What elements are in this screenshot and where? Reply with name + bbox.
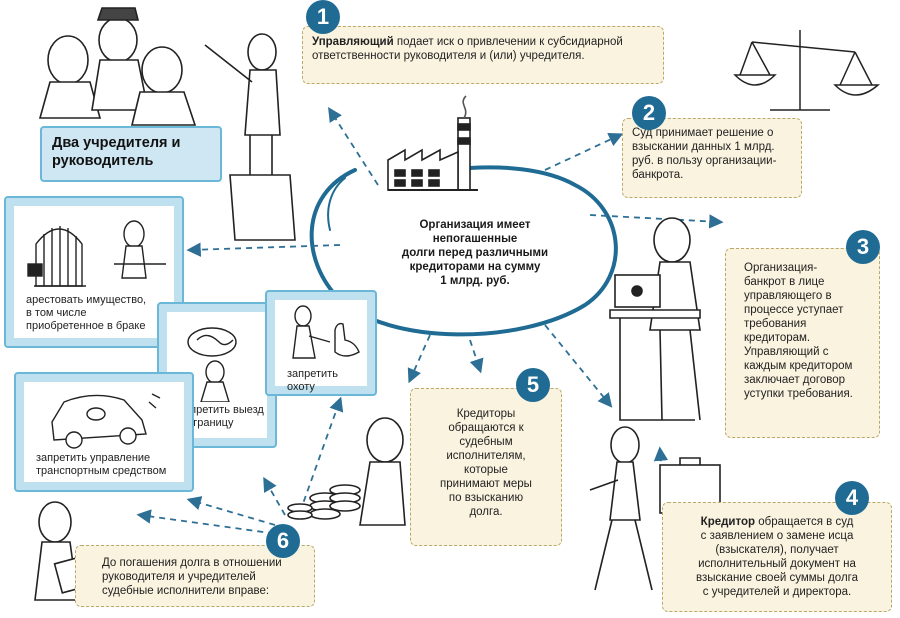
founders-figures: [38, 7, 197, 126]
arrow-to-step-2: [544, 133, 624, 171]
step-2-box: Суд принимает решение о взыскании данных…: [622, 118, 802, 198]
founders-label-line-1: Два учредителя и: [52, 135, 181, 151]
step-1-lead: Управляющий: [312, 36, 394, 48]
panel-arrest: арестовать имущество, в том числе приобр…: [4, 196, 184, 348]
center-line-5: 1 млрд. руб.: [440, 275, 510, 287]
factory-icon: [387, 95, 478, 191]
step-5-line-5: которые: [464, 464, 508, 476]
step-5-line-8: долга.: [469, 506, 503, 518]
step-4-line-2: с заявлением о замене исца: [700, 530, 854, 542]
step-2-line-4: банкрота.: [632, 169, 684, 181]
arrow-to-step-1: [328, 106, 379, 186]
step-3-line-7: Управляющий с: [744, 346, 829, 358]
step-4-line-6: с учредителей и директора.: [702, 586, 852, 598]
arrow-to-founders: [186, 242, 341, 257]
central-swirl: [309, 165, 618, 337]
broken-car-icon: [51, 393, 161, 449]
step-1-box: Управляющий подает иск о привлечении к с…: [302, 26, 664, 84]
step-4-line-1: обращается в суд: [755, 516, 854, 528]
step-5-line-1: Кредиторы: [456, 408, 516, 420]
arrow-to-step-5: [469, 339, 484, 374]
step-5-box: Кредиторы обращаются к судебным исполнит…: [410, 388, 562, 546]
step-2-line-2: взыскании данных 1 млрд.: [632, 141, 775, 153]
step-3-box: Организация- банкрот в лице управляющего…: [725, 248, 880, 438]
arrest-line-3: приобретенное в браке: [26, 320, 146, 332]
step-5-line-6: принимают меры: [440, 478, 532, 490]
step-5-line-3: судебным: [459, 436, 513, 448]
panel-drive: запретить управление транспортным средст…: [14, 372, 194, 492]
step-6-number: 6: [266, 524, 300, 558]
step-4-line-4: исполнительный документ на: [698, 558, 856, 570]
hunter-goose-icon: [292, 305, 360, 359]
step-1-text: подает иск о привлечении к субсидиарной …: [312, 36, 623, 62]
hunt-line-1: запретить охоту: [287, 368, 338, 393]
center-line-1: Организация имеет: [419, 219, 531, 231]
step-3-line-5: требования: [744, 318, 807, 330]
step-6-line-1: До погашения долга в отношении: [102, 557, 282, 569]
arrow-to-debtor: [136, 509, 286, 536]
step-3-line-10: уступки требования.: [744, 388, 853, 400]
panel-drive-text: запретить управление транспортным средст…: [36, 452, 166, 478]
laptop-figure: [609, 217, 701, 421]
step-6-line-2: руководителя и учредителей: [102, 571, 256, 583]
step-3-line-9: заключает договор: [744, 374, 845, 386]
step-1-number: 1: [306, 0, 340, 34]
step-5-line-2: обращаются к: [448, 422, 524, 434]
step-3-line-2: банкрот в лице: [744, 276, 825, 288]
panel-hunt-inner: запретить охоту: [275, 300, 367, 393]
panel-arrest-inner: арестовать имущество, в том числе приобр…: [14, 206, 174, 338]
arrow-to-drive: [186, 496, 276, 526]
center-statement: Организация имеет непогашенные долги пер…: [370, 218, 580, 288]
drive-line-1: запретить управление: [36, 452, 151, 464]
step-5-line-4: исполнителям,: [446, 450, 526, 462]
step-3-line-4: процессе уступает: [744, 304, 844, 316]
drive-line-2: транспортным средством: [36, 465, 167, 477]
step-2-line-3: руб. в пользу организации-: [632, 155, 777, 167]
founders-label-line-2: руководитель: [52, 153, 154, 169]
step-4-lead: Кредитор: [700, 516, 756, 528]
worried-person-icon: [187, 327, 237, 402]
founders-label: Два учредителя и руководитель: [40, 126, 222, 182]
manager-figure: [204, 33, 296, 241]
coins-figure: [287, 417, 406, 526]
step-3-line-3: управляющего в: [744, 290, 832, 302]
step-4-line-5: взыскание своей суммы долга: [696, 572, 858, 584]
center-line-4: кредиторами на сумму: [409, 261, 541, 273]
cage-icon: [27, 220, 166, 287]
panel-arrest-text: арестовать имущество, в том числе приобр…: [26, 294, 146, 333]
center-line-2: непогашенные: [432, 233, 518, 245]
step-2-number: 2: [632, 96, 666, 130]
travel-line-1: запретить выезд: [179, 404, 264, 416]
step-6-line-3: судебные исполнители вправе:: [102, 585, 270, 597]
step-2-line-1: Суд принимает решение о: [632, 127, 774, 139]
arrest-line-1: арестовать имущество,: [26, 294, 147, 306]
arrow-to-creditors: [407, 334, 431, 384]
step-5-line-7: по взысканию: [448, 492, 524, 504]
step-4-number: 4: [835, 481, 869, 515]
arrow-to-travel: [263, 476, 286, 516]
step-3-line-8: каждым кредитором: [744, 360, 853, 372]
center-line-3: долги перед различными: [401, 247, 549, 259]
arrow-to-hunt: [299, 396, 344, 513]
step-3-line-6: кредиторам.: [744, 332, 811, 344]
panel-hunt: запретить охоту: [265, 290, 377, 396]
step-3-line-1: Организация-: [744, 262, 818, 274]
scales-icon: [733, 30, 881, 111]
step-3-number: 3: [846, 230, 880, 264]
panel-drive-inner: запретить управление транспортным средст…: [24, 382, 184, 482]
step-4-line-3: (взыскателя), получает: [715, 544, 839, 556]
step-4-box: Кредитор обращается в суд с заявлением о…: [662, 502, 892, 612]
arrest-line-2: в том числе: [26, 307, 87, 319]
step-5-number: 5: [516, 368, 550, 402]
